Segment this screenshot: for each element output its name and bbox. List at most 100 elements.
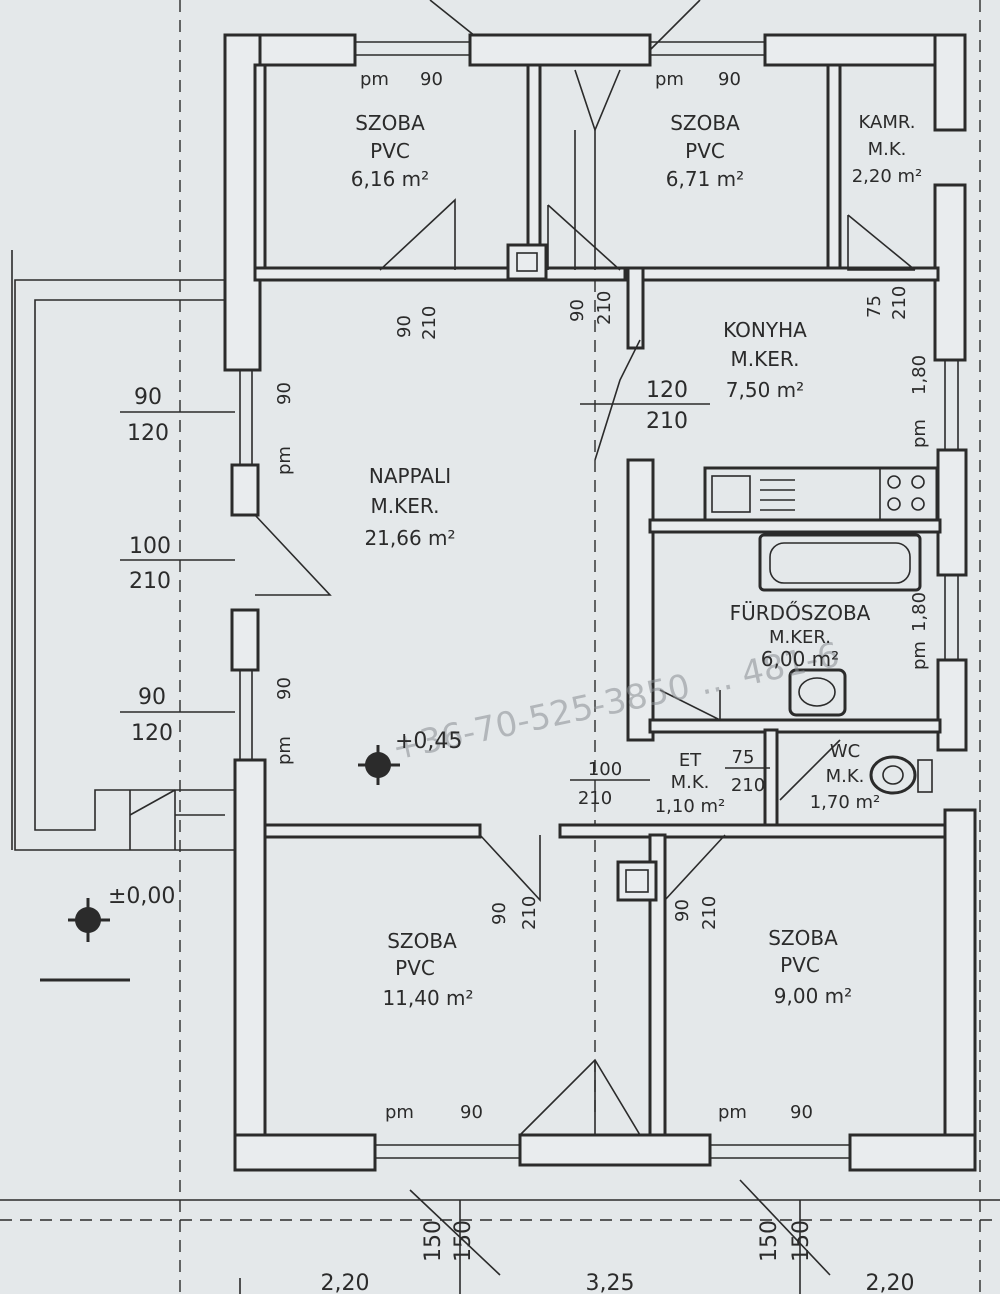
room-name: ET — [679, 750, 702, 771]
room-konyha: KONYHA M.KER. 7,50 m² — [723, 318, 807, 402]
window-type: pm — [385, 1102, 414, 1123]
room-name: NAPPALI — [369, 464, 451, 488]
svg-text:75: 75 — [732, 747, 755, 768]
room-area: 1,70 m² — [810, 792, 881, 813]
room-kamra: KAMR. M.K. 2,20 m² — [852, 112, 923, 187]
svg-text:2,20: 2,20 — [866, 1271, 915, 1294]
door-mark-wc: 75 210 — [725, 747, 770, 796]
terrace-mark-3: 90 120 — [120, 685, 235, 746]
room-area: 6,16 m² — [351, 167, 429, 191]
window-type: pm — [274, 446, 295, 475]
room-floor: PVC — [780, 953, 820, 977]
dimension-footer: 2,20 3,25 2,20 — [321, 1271, 915, 1294]
room-floor: M.KER. — [731, 347, 800, 371]
svg-text:90: 90 — [394, 315, 415, 338]
svg-text:150: 150 — [421, 1220, 446, 1262]
room-floor: PVC — [370, 139, 410, 163]
window-mark-top-left: pm 90 — [360, 69, 443, 90]
room-area: 21,66 m² — [364, 526, 455, 550]
window-mark-left-upper: 90 pm — [274, 382, 295, 475]
svg-text:90: 90 — [138, 685, 166, 710]
window-width: 90 — [790, 1102, 813, 1123]
door-mark-d1: 90 210 — [394, 306, 440, 340]
room-name: KONYHA — [723, 318, 807, 342]
svg-text:100: 100 — [129, 534, 171, 559]
svg-text:75: 75 — [864, 295, 885, 318]
level-marker-inside — [358, 745, 400, 785]
svg-text:120: 120 — [131, 721, 173, 746]
window-type: pm — [909, 419, 930, 448]
room-floor: M.KER. — [371, 494, 440, 518]
window-type: pm — [360, 69, 389, 90]
room-szoba-bottom-right: SZOBA PVC 9,00 m² — [768, 926, 852, 1008]
window-mark-right-konyha: 1,80 pm — [909, 355, 930, 448]
room-szoba-top-mid: SZOBA PVC 6,71 m² — [666, 111, 744, 191]
door-mark-d2: 90 210 — [567, 291, 615, 325]
window-width: 90 — [420, 69, 443, 90]
door-mark-bottom-left: 90 210 — [489, 896, 540, 930]
svg-text:2,20: 2,20 — [321, 1271, 370, 1294]
kitchen-counter — [703, 466, 939, 522]
window-width: 1,80 — [909, 355, 930, 395]
room-area: 6,71 m² — [666, 167, 744, 191]
door-mark-et: 100 210 — [570, 759, 650, 809]
room-name: KAMR. — [859, 112, 916, 133]
room-area: 7,50 m² — [726, 378, 804, 402]
terrace-mark-2: 100 210 — [120, 534, 235, 594]
room-floor: M.KER. — [769, 627, 831, 648]
room-name: WC — [830, 741, 860, 762]
interior-walls — [253, 63, 947, 1137]
room-szoba-top-left: SZOBA PVC 6,16 m² — [351, 111, 429, 191]
room-area: 6,00 m² — [761, 647, 839, 671]
room-nappali: NAPPALI M.KER. 21,66 m² — [364, 464, 455, 550]
exterior-walls — [223, 33, 977, 1172]
room-floor: M.K. — [868, 139, 907, 160]
bathroom-fixtures — [758, 533, 933, 795]
door-mark-konyha-opening: 120 210 — [580, 378, 710, 434]
svg-text:100: 100 — [588, 759, 622, 780]
window-type: pm — [718, 1102, 747, 1123]
window-width: 90 — [460, 1102, 483, 1123]
room-floor: PVC — [395, 956, 435, 980]
svg-text:90: 90 — [567, 299, 588, 322]
door-mark-d3: 75 210 — [864, 286, 910, 320]
room-name: SZOBA — [768, 926, 838, 950]
room-floor: M.K. — [671, 772, 710, 793]
window-type: pm — [909, 641, 930, 670]
window-mark-right-furdo: 1,80 pm — [909, 592, 930, 670]
window-mark-top-mid: pm 90 — [655, 69, 741, 90]
svg-text:210: 210 — [889, 286, 910, 320]
room-area: 2,20 m² — [852, 166, 923, 187]
svg-text:210: 210 — [594, 291, 615, 325]
svg-text:150: 150 — [757, 1220, 782, 1262]
svg-text:3,25: 3,25 — [586, 1271, 635, 1294]
window-mark-bottom-right: pm 90 — [718, 1102, 813, 1123]
door-mark-bottom-right: 90 210 — [672, 896, 720, 930]
dimension-bottom-row: 150 150 150 150 — [409, 1179, 831, 1276]
room-area: 1,10 m² — [655, 796, 726, 817]
room-name: SZOBA — [670, 111, 740, 135]
svg-text:210: 210 — [519, 896, 540, 930]
svg-text:210: 210 — [129, 569, 171, 594]
room-name: SZOBA — [355, 111, 425, 135]
window-width: 90 — [274, 382, 295, 405]
room-szoba-bottom-left: SZOBA PVC 11,40 m² — [382, 929, 473, 1010]
window-mark-bottom-left: pm 90 — [385, 1102, 483, 1123]
room-floor: M.K. — [826, 766, 865, 787]
level-marker-outside — [40, 898, 130, 982]
room-area: 9,00 m² — [774, 984, 852, 1008]
svg-text:90: 90 — [134, 385, 162, 410]
door-swings — [254, 69, 916, 1136]
window-width: 90 — [274, 677, 295, 700]
svg-text:210: 210 — [731, 775, 765, 796]
window-mark-left-lower: 90 pm — [274, 677, 295, 765]
window-width: 1,80 — [909, 592, 930, 632]
window-width: 90 — [718, 69, 741, 90]
room-floor: PVC — [685, 139, 725, 163]
window-type: pm — [655, 69, 684, 90]
svg-text:150: 150 — [789, 1220, 814, 1262]
terrace — [14, 279, 235, 851]
svg-text:90: 90 — [489, 902, 510, 925]
level-label-outside: ±0,00 — [108, 884, 175, 909]
